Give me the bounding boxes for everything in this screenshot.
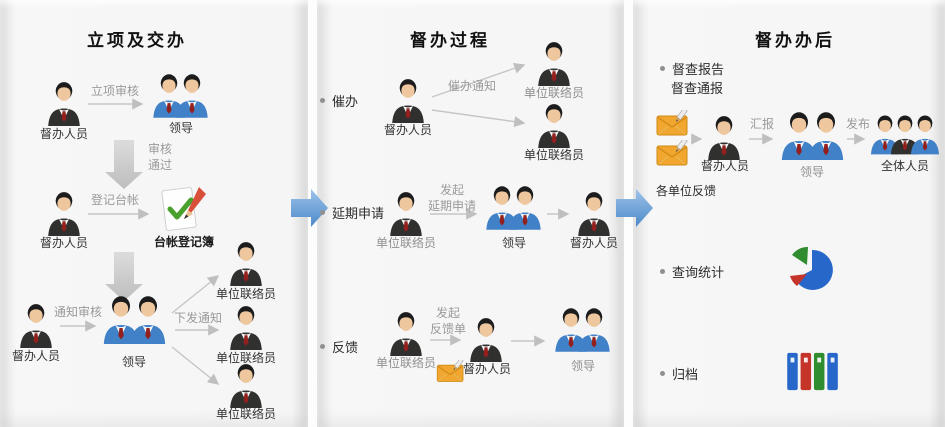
leader-icon: [778, 110, 847, 160]
envelope-icon: [656, 110, 688, 136]
panel2-title: 督办过程: [410, 31, 490, 50]
bullet-dot-icon: [320, 344, 325, 349]
supervisor-icon: [392, 79, 424, 123]
leader-icon: [100, 294, 169, 344]
liaison-label: 单位联络员: [375, 356, 436, 370]
liaison-icon: [230, 364, 262, 408]
bullet-extension: 延期申请: [320, 203, 384, 222]
supervisor-label: 督办人员: [11, 349, 60, 363]
supervisor-label: 督办人员: [462, 362, 511, 376]
bullet-dot-icon: [660, 66, 665, 71]
supervisor-icon: [470, 318, 502, 362]
panel-initiation: [0, 0, 308, 427]
leader-label: 领导: [501, 236, 526, 250]
liaison-icon: [230, 306, 262, 350]
register-ledger-label: 登记台帐: [90, 193, 139, 207]
notification-label: 督查通报: [671, 81, 724, 96]
ledger-document-icon: [161, 187, 206, 231]
bullet-statistics: 查询统计: [660, 262, 724, 281]
bullet-dot-icon: [660, 371, 665, 376]
publish-arrow-label: 发布: [845, 117, 870, 131]
supervisor-label: 督办人员: [569, 236, 618, 250]
leader-icon: [552, 306, 613, 352]
extension-request-label: 发起 延期申请: [427, 183, 476, 213]
leader-icon: [483, 184, 544, 230]
liaison-icon: [538, 104, 570, 148]
archive-label: 归档: [672, 367, 699, 382]
supervisor-icon: [20, 304, 52, 348]
all-staff-label: 全体人员: [880, 159, 929, 173]
all-staff-icon: [868, 112, 942, 156]
liaison-icon: [230, 242, 262, 286]
archive-books-icon: [787, 352, 838, 391]
supervisor-icon: [48, 192, 80, 236]
liaison-label: 单位联络员: [375, 236, 436, 250]
liaison-label: 单位联络员: [523, 148, 584, 162]
supervisor-icon: [578, 192, 610, 236]
supervisor-icon: [48, 82, 80, 126]
bullet-dot-icon: [320, 210, 325, 215]
unit-feedback-label: 各单位反馈: [656, 184, 717, 198]
bullet-urge: 催办: [320, 91, 358, 110]
bullet-feedback: 反馈: [320, 337, 358, 356]
supervisor-label: 督办人员: [700, 159, 749, 173]
bullet-archive: 归档: [660, 364, 698, 383]
report-arrow-label: 汇报: [749, 117, 774, 131]
bullet-urge-label: 催办: [332, 94, 359, 109]
supervisor-label: 督办人员: [383, 123, 432, 137]
leader-label: 领导: [168, 121, 193, 135]
supervisor-label: 督办人员: [39, 127, 88, 141]
bullet-extension-label: 延期申请: [332, 206, 385, 221]
issue-notice-label: 下发通知: [173, 311, 222, 325]
review-passed-label: 审核 通过: [147, 142, 172, 172]
bullet-report: 督查报告: [660, 59, 724, 78]
urge-notice-label: 催办通知: [447, 79, 496, 93]
feedback-form-label: 发起 反馈单: [429, 306, 466, 336]
ledger-book-label: 台帐登记簿: [153, 235, 214, 249]
supervisor-label: 督办人员: [39, 236, 88, 250]
supervisor-icon: [708, 116, 740, 160]
liaison-label: 单位联络员: [523, 86, 584, 100]
leader-label: 领导: [570, 359, 595, 373]
leader-label: 领导: [799, 165, 824, 179]
liaison-label: 单位联络员: [215, 287, 276, 301]
report-label: 督查报告: [672, 62, 725, 77]
liaison-icon: [538, 42, 570, 86]
liaison-label: 单位联络员: [215, 351, 276, 365]
panel1-title: 立项及交办: [87, 31, 187, 50]
initiation-review-label: 立项审核: [90, 84, 139, 98]
envelope-icon: [656, 140, 688, 166]
statistics-label: 查询统计: [672, 265, 725, 280]
bullet-dot-icon: [320, 98, 325, 103]
leader-label: 领导: [121, 355, 146, 369]
bullet-feedback-label: 反馈: [332, 340, 359, 355]
liaison-label: 单位联络员: [215, 407, 276, 421]
leader-icon: [150, 72, 211, 118]
pie-chart-icon: [790, 246, 833, 290]
bullet-dot-icon: [660, 269, 665, 274]
panel3-title: 督办办后: [755, 31, 835, 50]
notice-review-label: 通知审核: [53, 305, 102, 319]
